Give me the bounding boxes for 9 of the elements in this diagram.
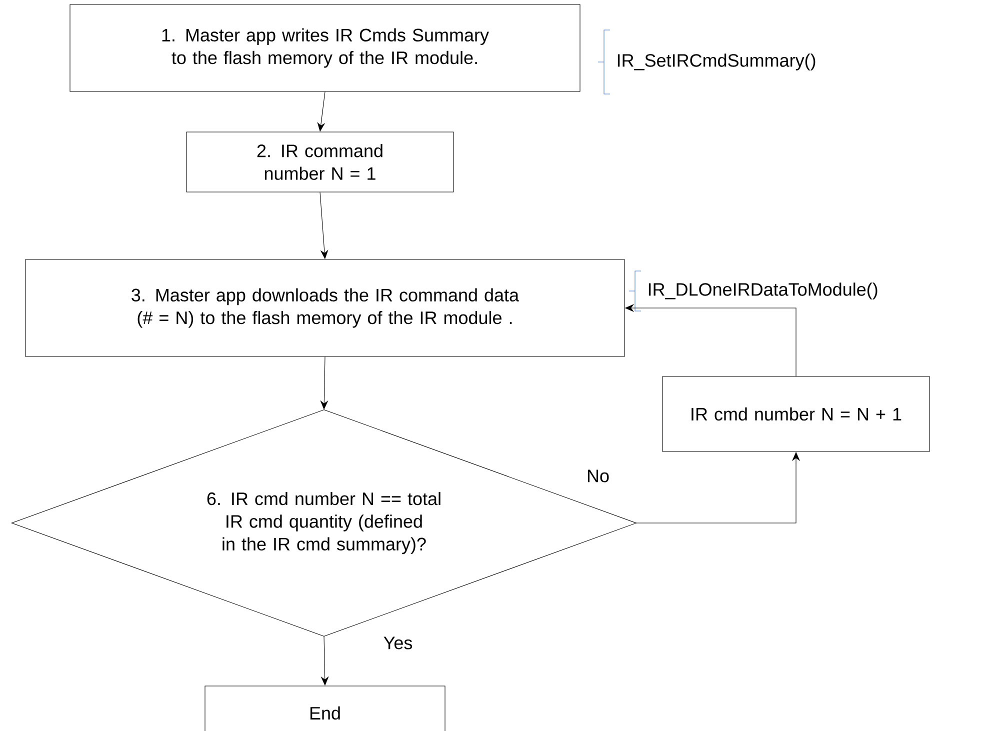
- process-box: 1. Master app writes IR Cmds Summary to the flash memory of the IR module.: [70, 4, 580, 92]
- process-box: 3. Master app downloads the IR command data (# = N) to the flash memory of the IR module .: [25, 259, 625, 357]
- process-box: IR cmd number N = N + 1: [662, 376, 930, 452]
- function-label: IR_DLOneIRDataToModule(): [648, 282, 878, 300]
- process-box: 2. IR command number N = 1: [186, 132, 454, 192]
- edge-label: Yes: [382, 635, 414, 651]
- function-label: IR_SetIRCmdSummary(): [618, 54, 816, 70]
- edge-label: No: [585, 468, 611, 484]
- process-box: End: [204, 686, 446, 731]
